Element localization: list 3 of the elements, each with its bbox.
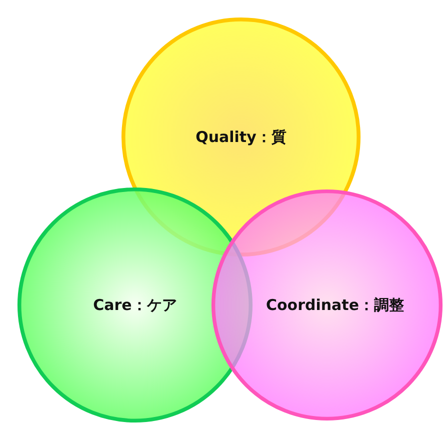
circle-label: Coordinate：調整: [266, 296, 404, 314]
circle-label: Care：ケア: [93, 296, 177, 314]
circle-label: Quality：質: [196, 128, 286, 146]
